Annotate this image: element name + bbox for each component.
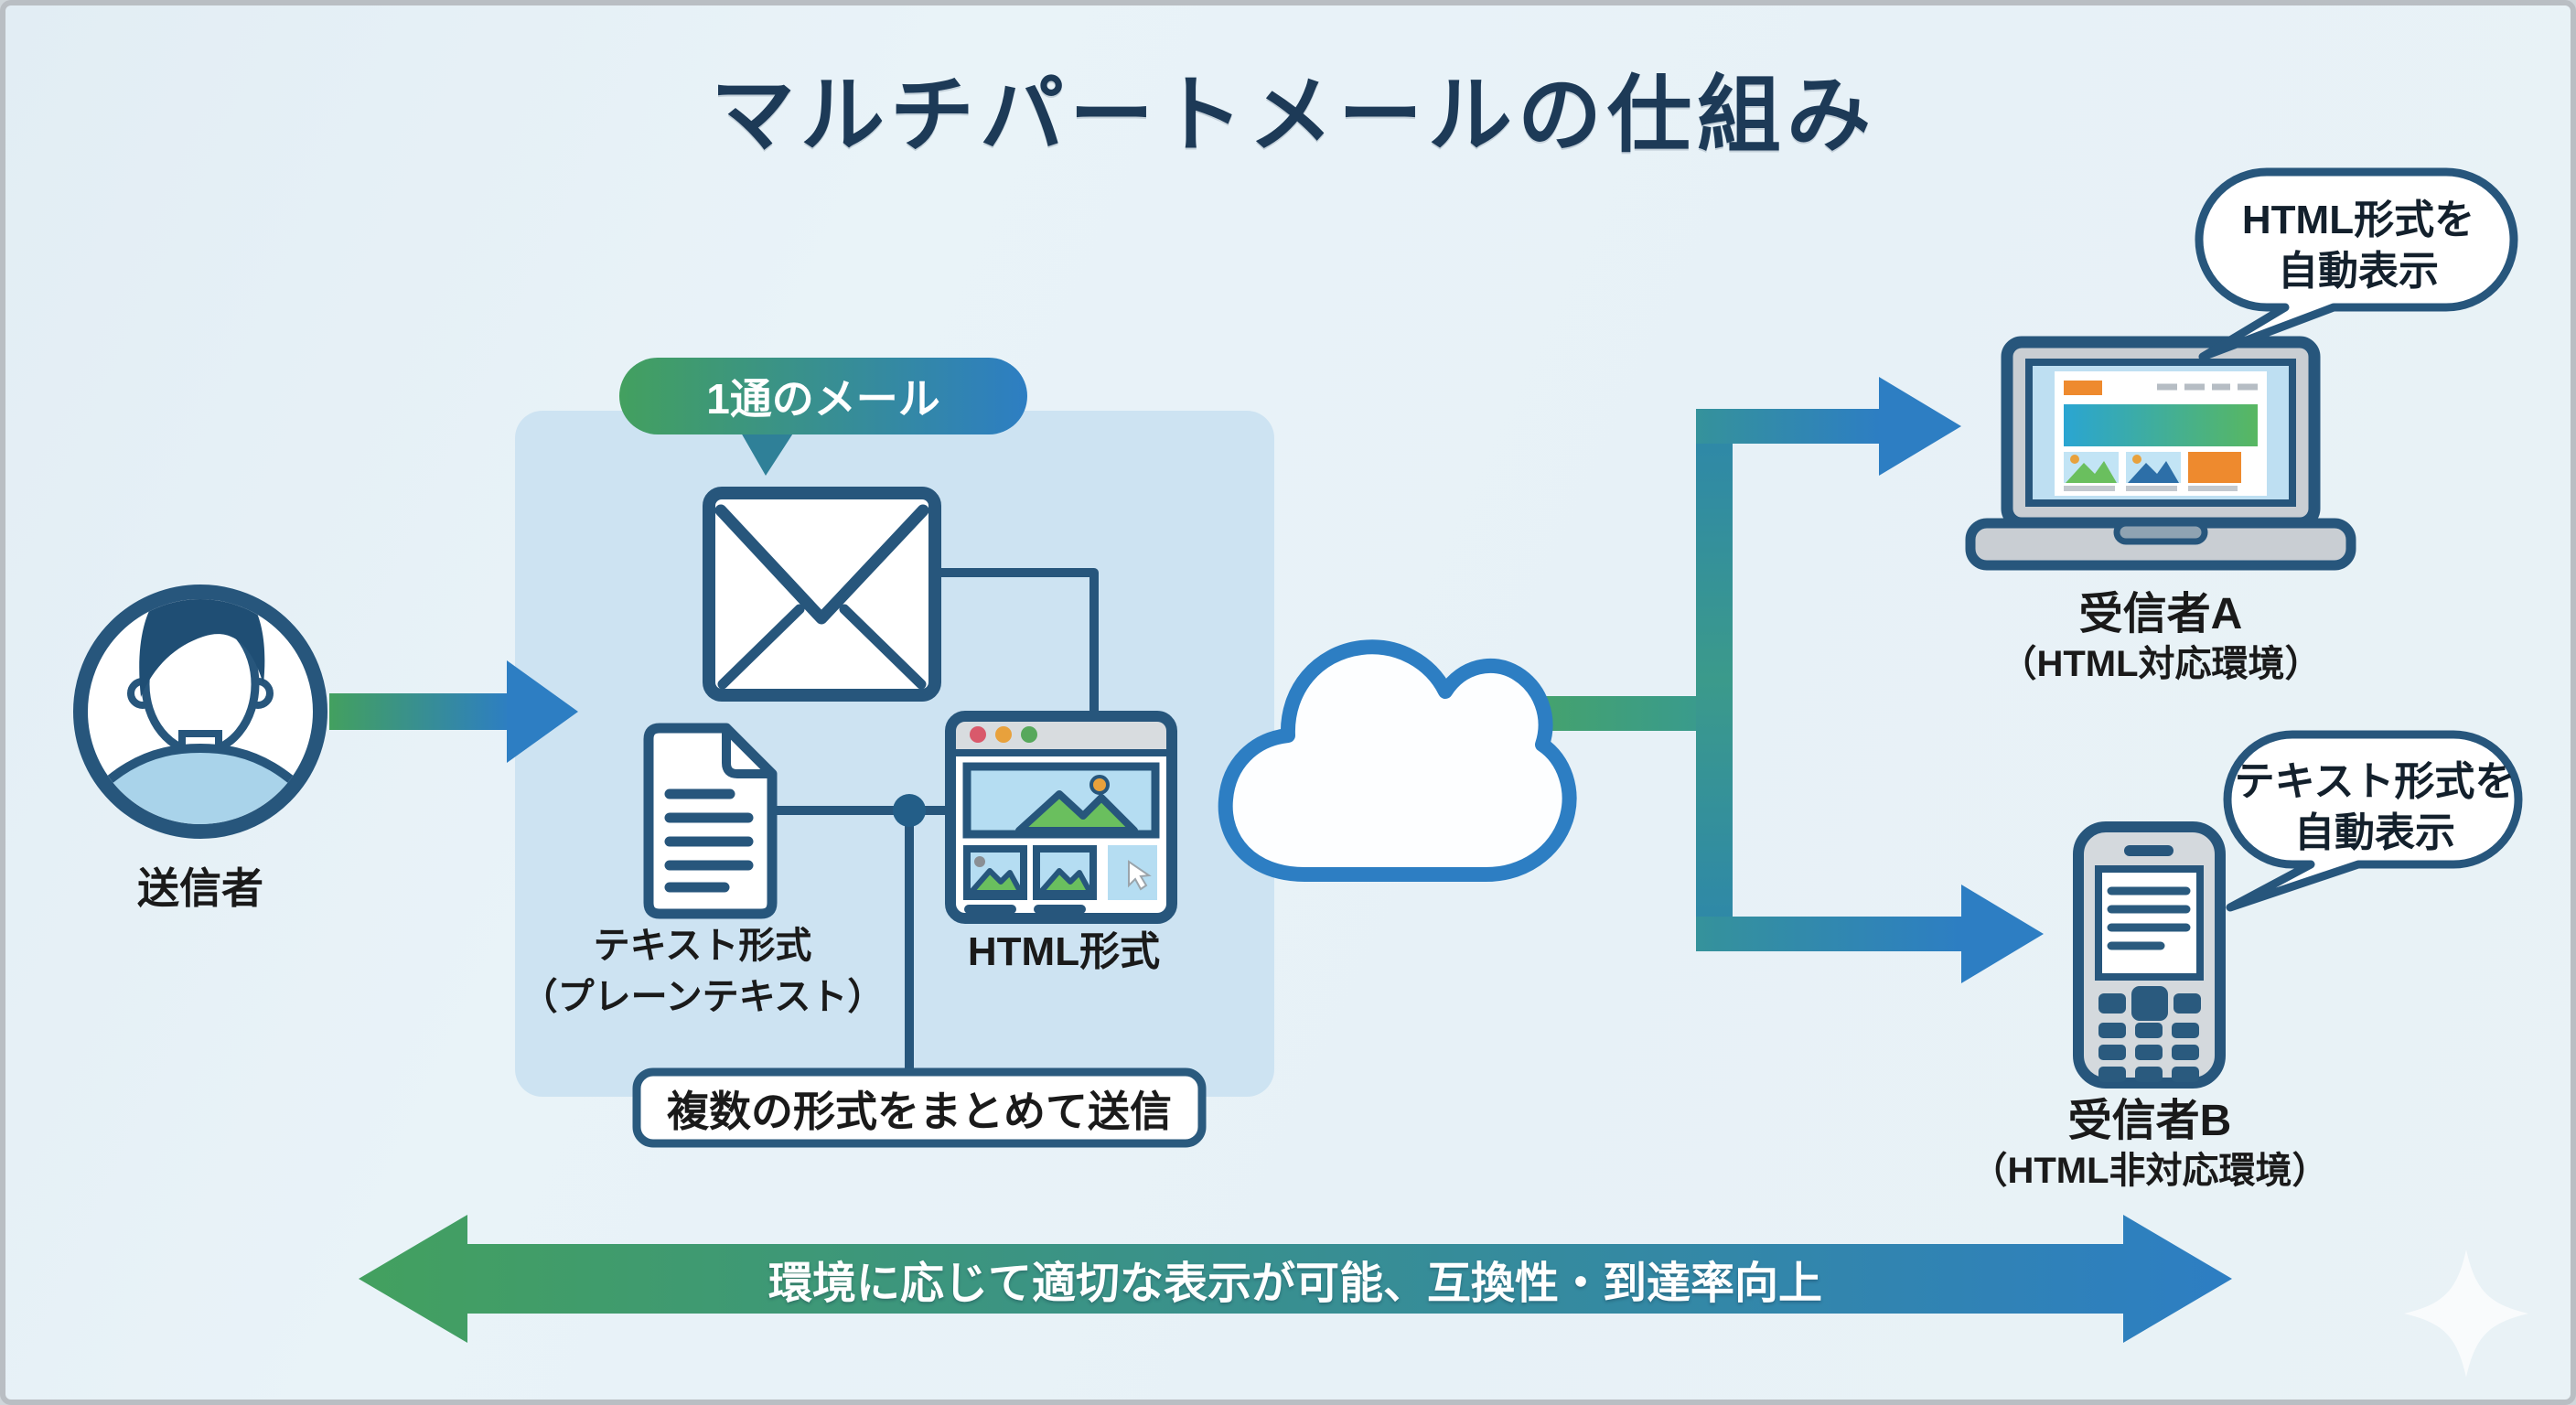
junction-dot xyxy=(893,794,926,827)
sender-label: 送信者 xyxy=(137,864,263,912)
branch-arrow-b xyxy=(1696,885,2044,983)
receiver-a-name: 受信者A xyxy=(2078,590,2243,638)
text-format-label-line2: （プレーンテキスト） xyxy=(521,977,885,1017)
text-format-label-line1: テキスト形式 xyxy=(593,926,812,966)
footer-banner-arrow xyxy=(359,1215,2232,1343)
receiver-b-name: 受信者B xyxy=(2067,1097,2232,1145)
connector-lines xyxy=(772,568,1099,1076)
feature-phone-icon xyxy=(2073,821,2226,1089)
bubble-a-shape xyxy=(2195,167,2518,361)
envelope-icon xyxy=(703,487,941,702)
bubble-b-line2: 自動表示 xyxy=(2294,810,2455,855)
single-mail-badge-shape xyxy=(619,358,1027,476)
browser-window-icon xyxy=(945,711,1177,924)
receiver-a-environment: （HTML対応環境） xyxy=(2000,644,2322,684)
diagram-art xyxy=(73,167,2528,1378)
branch-arrow-a xyxy=(1696,377,1961,476)
page-title: マルチパートメールの仕組み xyxy=(710,69,1877,163)
bubble-b-shape xyxy=(2223,730,2523,912)
footer-banner-text: 環境に応じて適切な表示が可能、互換性・到達率向上 xyxy=(767,1260,1823,1308)
sparkle-icon xyxy=(2404,1249,2528,1378)
bundle-note-box xyxy=(632,1067,1207,1148)
bundle-note-label: 複数の形式をまとめて送信 xyxy=(667,1088,1172,1135)
laptop-icon xyxy=(1965,336,2356,571)
sender-arrow-icon xyxy=(329,660,578,763)
html-format-label: HTML形式 xyxy=(967,929,1161,974)
person-circle-icon xyxy=(73,585,327,839)
bubble-b-line1: テキスト形式を xyxy=(2234,759,2516,804)
document-icon xyxy=(643,723,778,919)
network-trunk xyxy=(1696,409,1733,951)
receiver-b-environment: （HTML非対応環境） xyxy=(1970,1151,2329,1191)
bubble-a-line1: HTML形式を xyxy=(2241,198,2475,242)
single-mail-badge-label: 1通のメール xyxy=(706,375,940,423)
network-branches xyxy=(1497,377,2044,983)
bubble-a-line2: 自動表示 xyxy=(2278,249,2439,294)
cloud-icon xyxy=(1218,639,1577,882)
